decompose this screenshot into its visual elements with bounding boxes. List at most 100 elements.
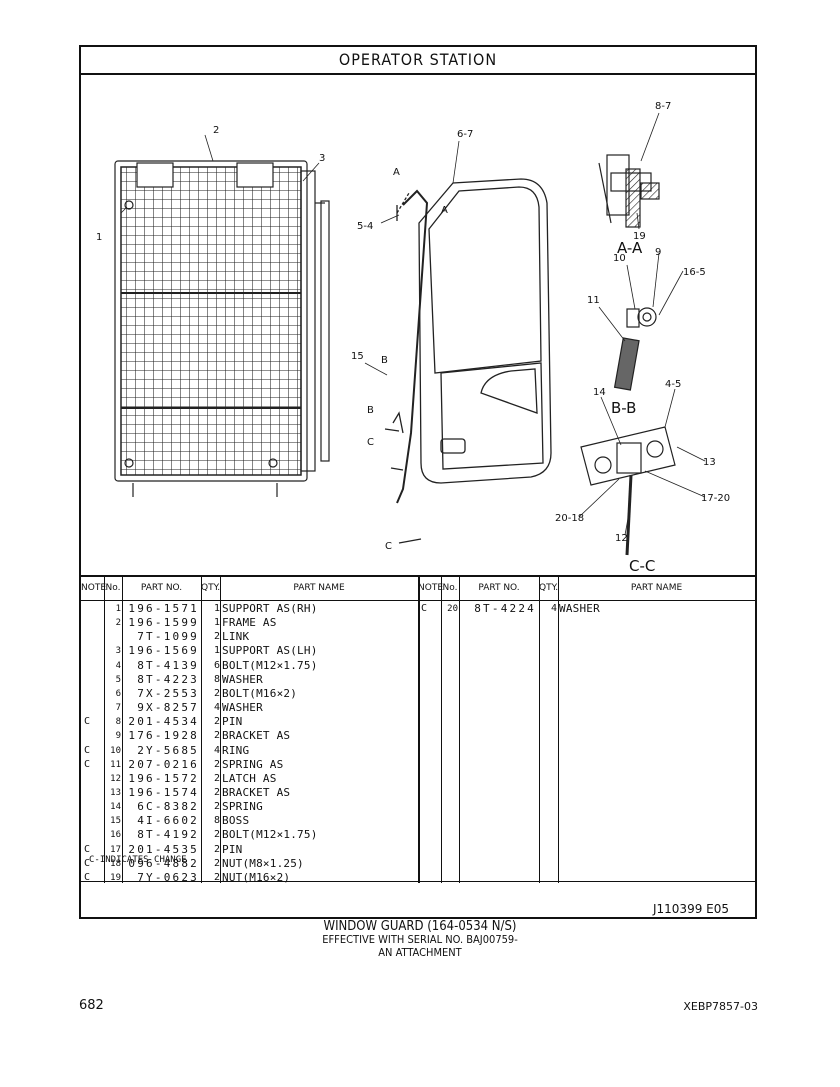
row-item-no: 20 xyxy=(447,604,458,614)
row-part-no: 207-0216 xyxy=(128,757,199,771)
header-part-name-right: PART NAME xyxy=(630,583,683,593)
row-qty: 2 xyxy=(213,631,220,643)
row-part-no: 9X-8257 xyxy=(137,701,199,715)
row-item-no: 14 xyxy=(110,802,121,813)
callout-label: 17-20 xyxy=(701,493,730,504)
parts-sheet-frame: OPERATOR STATION xyxy=(79,45,757,919)
row-part-name: BOLT(M12×1.75) xyxy=(222,828,318,842)
row-note: C xyxy=(84,857,91,869)
row-part-no: 196-1574 xyxy=(128,785,199,799)
row-qty: 2 xyxy=(213,786,220,798)
row-part-name: PIN xyxy=(222,715,243,729)
row-qty: 8 xyxy=(213,673,220,685)
row-note: C xyxy=(421,603,428,614)
row-part-no: 196-1572 xyxy=(128,771,199,785)
callout-label: 6-7 xyxy=(457,129,473,140)
row-part-name: PIN xyxy=(222,842,243,856)
row-qty: 2 xyxy=(213,871,220,883)
row-item-no: 2 xyxy=(115,618,121,629)
row-part-no: 7X-2553 xyxy=(137,686,199,700)
row-part-name: LINK xyxy=(222,630,250,644)
row-qty: 1 xyxy=(213,645,220,657)
section-label: A-A xyxy=(617,239,643,257)
row-note: C xyxy=(84,871,91,883)
callout-label: 16-5 xyxy=(683,267,706,278)
row-part-no: 7Y-0623 xyxy=(137,870,199,884)
row-part-name: NUT(M8×1.25) xyxy=(222,856,304,870)
parts-table: NOTE No. PART NO. QTY. PART NAME NOTE No… xyxy=(81,575,755,884)
callout-label: 3 xyxy=(319,153,325,164)
row-qty: 2 xyxy=(213,772,220,784)
callout-label: 19 xyxy=(633,231,646,242)
callout-label: A xyxy=(393,167,400,178)
row-part-name: WASHER xyxy=(559,602,600,615)
window-guard-drawing xyxy=(114,160,330,497)
row-item-no: 17 xyxy=(110,844,121,855)
header-note-right: NOTE xyxy=(418,583,444,593)
callout-label: B xyxy=(381,355,388,366)
row-part-name: BRACKET AS xyxy=(222,785,291,799)
row-part-name: RING xyxy=(222,743,250,757)
caption-attachment: AN ATTACHMENT xyxy=(378,946,462,959)
callout-label: 8-7 xyxy=(655,101,671,112)
row-item-no: 13 xyxy=(110,787,121,798)
row-item-no: 3 xyxy=(115,646,121,657)
row-item-no: 7 xyxy=(115,703,121,714)
callout-label: 9 xyxy=(655,247,661,258)
callout-label: 5-4 xyxy=(357,221,373,232)
row-part-no: 7T-1099 xyxy=(137,630,199,644)
row-part-no: 8T-4223 xyxy=(137,672,199,686)
caption-serial: EFFECTIVE WITH SERIAL NO. BAJ00759- xyxy=(322,933,518,946)
callout-label: C xyxy=(367,437,374,448)
change-legend: C-INDICATES CHANGE xyxy=(89,855,187,865)
row-item-no: 8 xyxy=(115,717,121,728)
row-note: C xyxy=(84,744,91,756)
row-item-no: 19 xyxy=(110,872,121,883)
drawing-id: J110399 E05 xyxy=(652,902,729,916)
row-part-no: 201-4535 xyxy=(128,842,199,856)
section-a-a-drawing xyxy=(598,154,660,228)
row-qty: 8 xyxy=(213,815,220,827)
cab-side-drawing xyxy=(384,178,552,544)
callout-label: 15 xyxy=(351,351,364,362)
header-part-name: PART NAME xyxy=(293,583,345,593)
row-part-name: BRACKET AS xyxy=(222,729,291,743)
detail-c-c-drawing xyxy=(580,426,676,556)
callout-label: 12 xyxy=(615,533,628,544)
row-item-no: 18 xyxy=(110,858,121,869)
row-qty: 2 xyxy=(213,829,220,841)
header-no-right: No. xyxy=(442,583,458,593)
row-qty: 2 xyxy=(213,687,220,699)
row-part-no: 6C-8382 xyxy=(137,800,199,814)
callout-label: B xyxy=(367,405,374,416)
page-number: 682 xyxy=(79,998,104,1013)
row-item-no: 15 xyxy=(110,816,121,827)
row-qty: 4 xyxy=(550,603,557,614)
row-qty: 2 xyxy=(213,730,220,742)
row-qty: 2 xyxy=(213,801,220,813)
row-part-name: BOSS xyxy=(222,814,250,828)
row-note: C xyxy=(84,716,91,728)
document-code: XEBP7857-03 xyxy=(683,1000,758,1013)
row-part-no: 176-1928 xyxy=(128,729,199,743)
row-part-name: SUPPORT AS(RH) xyxy=(222,602,318,615)
header-part-no-right: PART NO. xyxy=(478,583,520,593)
row-part-name: WASHER xyxy=(222,672,263,686)
row-part-name: SPRING xyxy=(222,800,263,814)
row-item-no: 1 xyxy=(115,604,121,614)
row-item-no: 6 xyxy=(115,688,121,699)
